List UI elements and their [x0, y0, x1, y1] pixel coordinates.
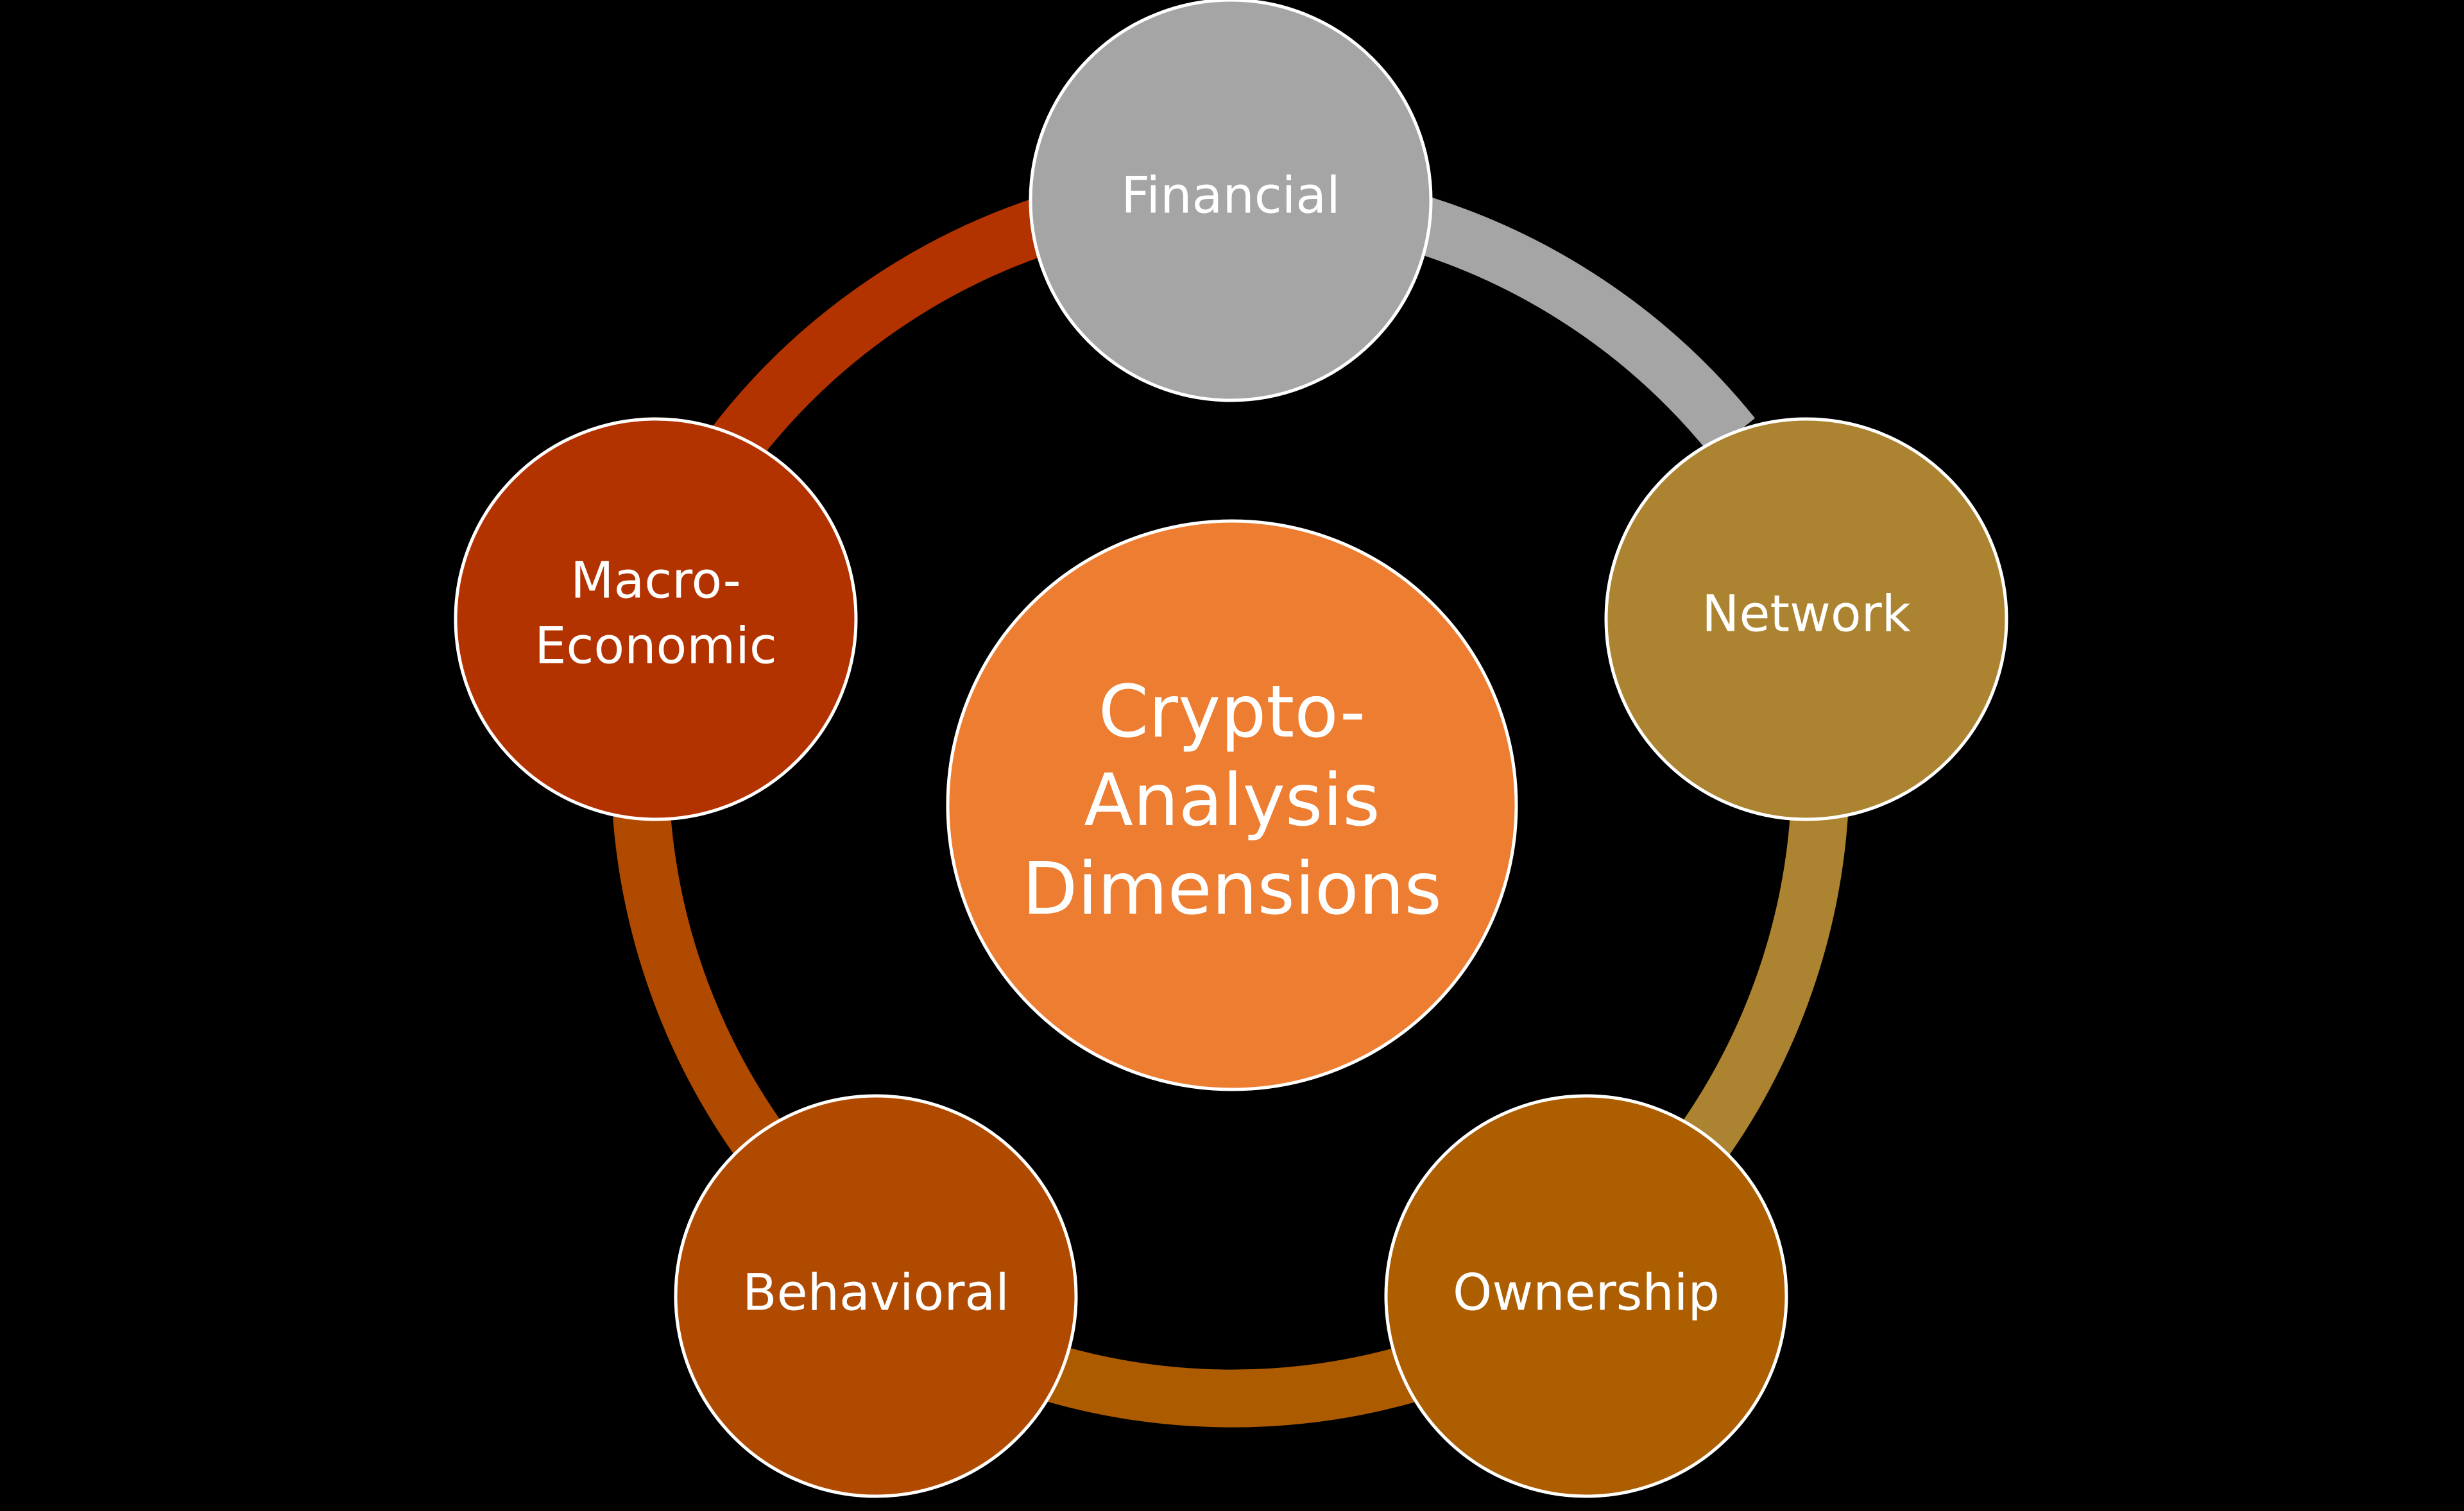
center-circle	[946, 519, 1518, 1091]
center-label-line-2: Analysis	[1084, 759, 1380, 842]
financial-circle	[1029, 0, 1433, 402]
node-behavioral: Behavioral	[674, 1094, 1078, 1498]
center-label-line-3: Dimensions	[1022, 848, 1442, 931]
node-ownership: Ownership	[1384, 1094, 1788, 1498]
arc-network-ownership	[1670, 812, 1848, 1172]
arc-behavioral-macro	[613, 812, 793, 1173]
arc-financial-network	[1380, 187, 1756, 455]
arc-ownership-behavioral	[1044, 1345, 1420, 1428]
ownership-label: Ownership	[1453, 1264, 1720, 1322]
financial-label: Financial	[1121, 167, 1340, 225]
network-circle	[1604, 417, 2008, 821]
behavioral-label: Behavioral	[742, 1264, 1009, 1322]
macro-economic-circle	[454, 417, 858, 821]
ring-arcs	[613, 187, 1848, 1428]
center-node: Crypto- Analysis Dimensions	[946, 519, 1518, 1091]
arc-macro-financial	[708, 187, 1086, 467]
behavioral-circle	[674, 1094, 1078, 1498]
node-financial: Financial	[1029, 0, 1433, 402]
center-label-line-1: Crypto-	[1099, 670, 1366, 754]
macro-economic-label-line-1: Macro-	[570, 552, 741, 610]
network-label: Network	[1702, 585, 1911, 643]
node-network: Network	[1604, 417, 2008, 821]
ownership-circle	[1384, 1094, 1788, 1498]
node-macro-economic: Macro- Economic	[454, 417, 858, 821]
macro-economic-label-line-2: Economic	[535, 617, 777, 675]
